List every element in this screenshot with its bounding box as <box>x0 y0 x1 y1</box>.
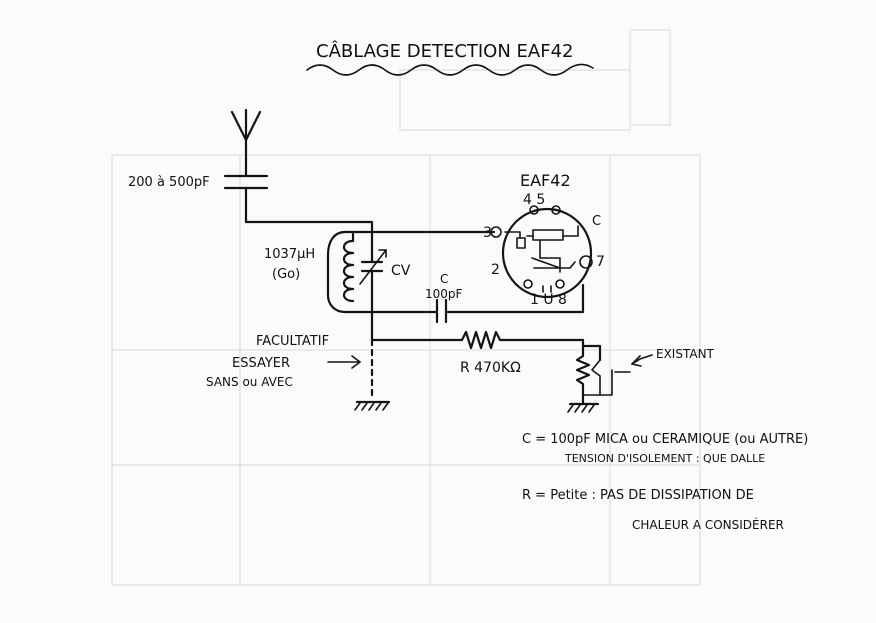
note-r-line1: R = Petite : PAS DE DISSIPATION DE <box>522 488 754 503</box>
resistor-470k <box>370 330 585 350</box>
eaf42-tube <box>490 205 593 299</box>
antenna-cap-label: 200 à 500pF <box>128 175 210 190</box>
tube-name: EAF42 <box>520 171 571 190</box>
antenna-capacitor <box>223 174 374 234</box>
note-r-line2: CHALEUR A CONSIDÉRER <box>632 517 784 532</box>
optional-label-3: SANS ou AVEC <box>206 375 293 389</box>
antenna <box>230 108 262 177</box>
note-c-line2: TENSION D'ISOLEMENT : QUE DALLE <box>564 452 765 465</box>
inductor-value-label: 1037µH <box>264 247 315 262</box>
variable-cap-label: CV <box>391 263 411 279</box>
cap-c-letter: C <box>440 272 448 286</box>
tank-circuit <box>326 230 387 314</box>
optional-ground-link <box>327 310 391 411</box>
diagram-title: CÂBLAGE DETECTION EAF42 <box>316 40 573 62</box>
cap-c-value: 100pF <box>425 287 463 301</box>
optional-label-1: FACULTATIF <box>256 334 329 349</box>
tube-pins-bottom: 1 U 8 <box>530 292 567 308</box>
tube-pin-2: 2 <box>491 262 500 278</box>
tube-pin-c: C <box>592 214 601 229</box>
resistor-label: R 470KΩ <box>460 360 521 376</box>
note-c-line1: C = 100pF MICA ou CERAMIQUE (ou AUTRE) <box>522 432 808 447</box>
existing-load <box>567 338 653 413</box>
tube-pin-7: 7 <box>596 254 605 270</box>
existing-label: EXISTANT <box>656 347 715 361</box>
inductor-band-label: (Go) <box>272 267 300 282</box>
tube-pins-top: 4 5 <box>523 192 545 208</box>
coupling-capacitor <box>370 283 585 324</box>
title-underline <box>306 63 594 76</box>
tube-pin-3: 3 <box>483 225 492 241</box>
optional-label-2: ESSAYER <box>232 356 290 371</box>
